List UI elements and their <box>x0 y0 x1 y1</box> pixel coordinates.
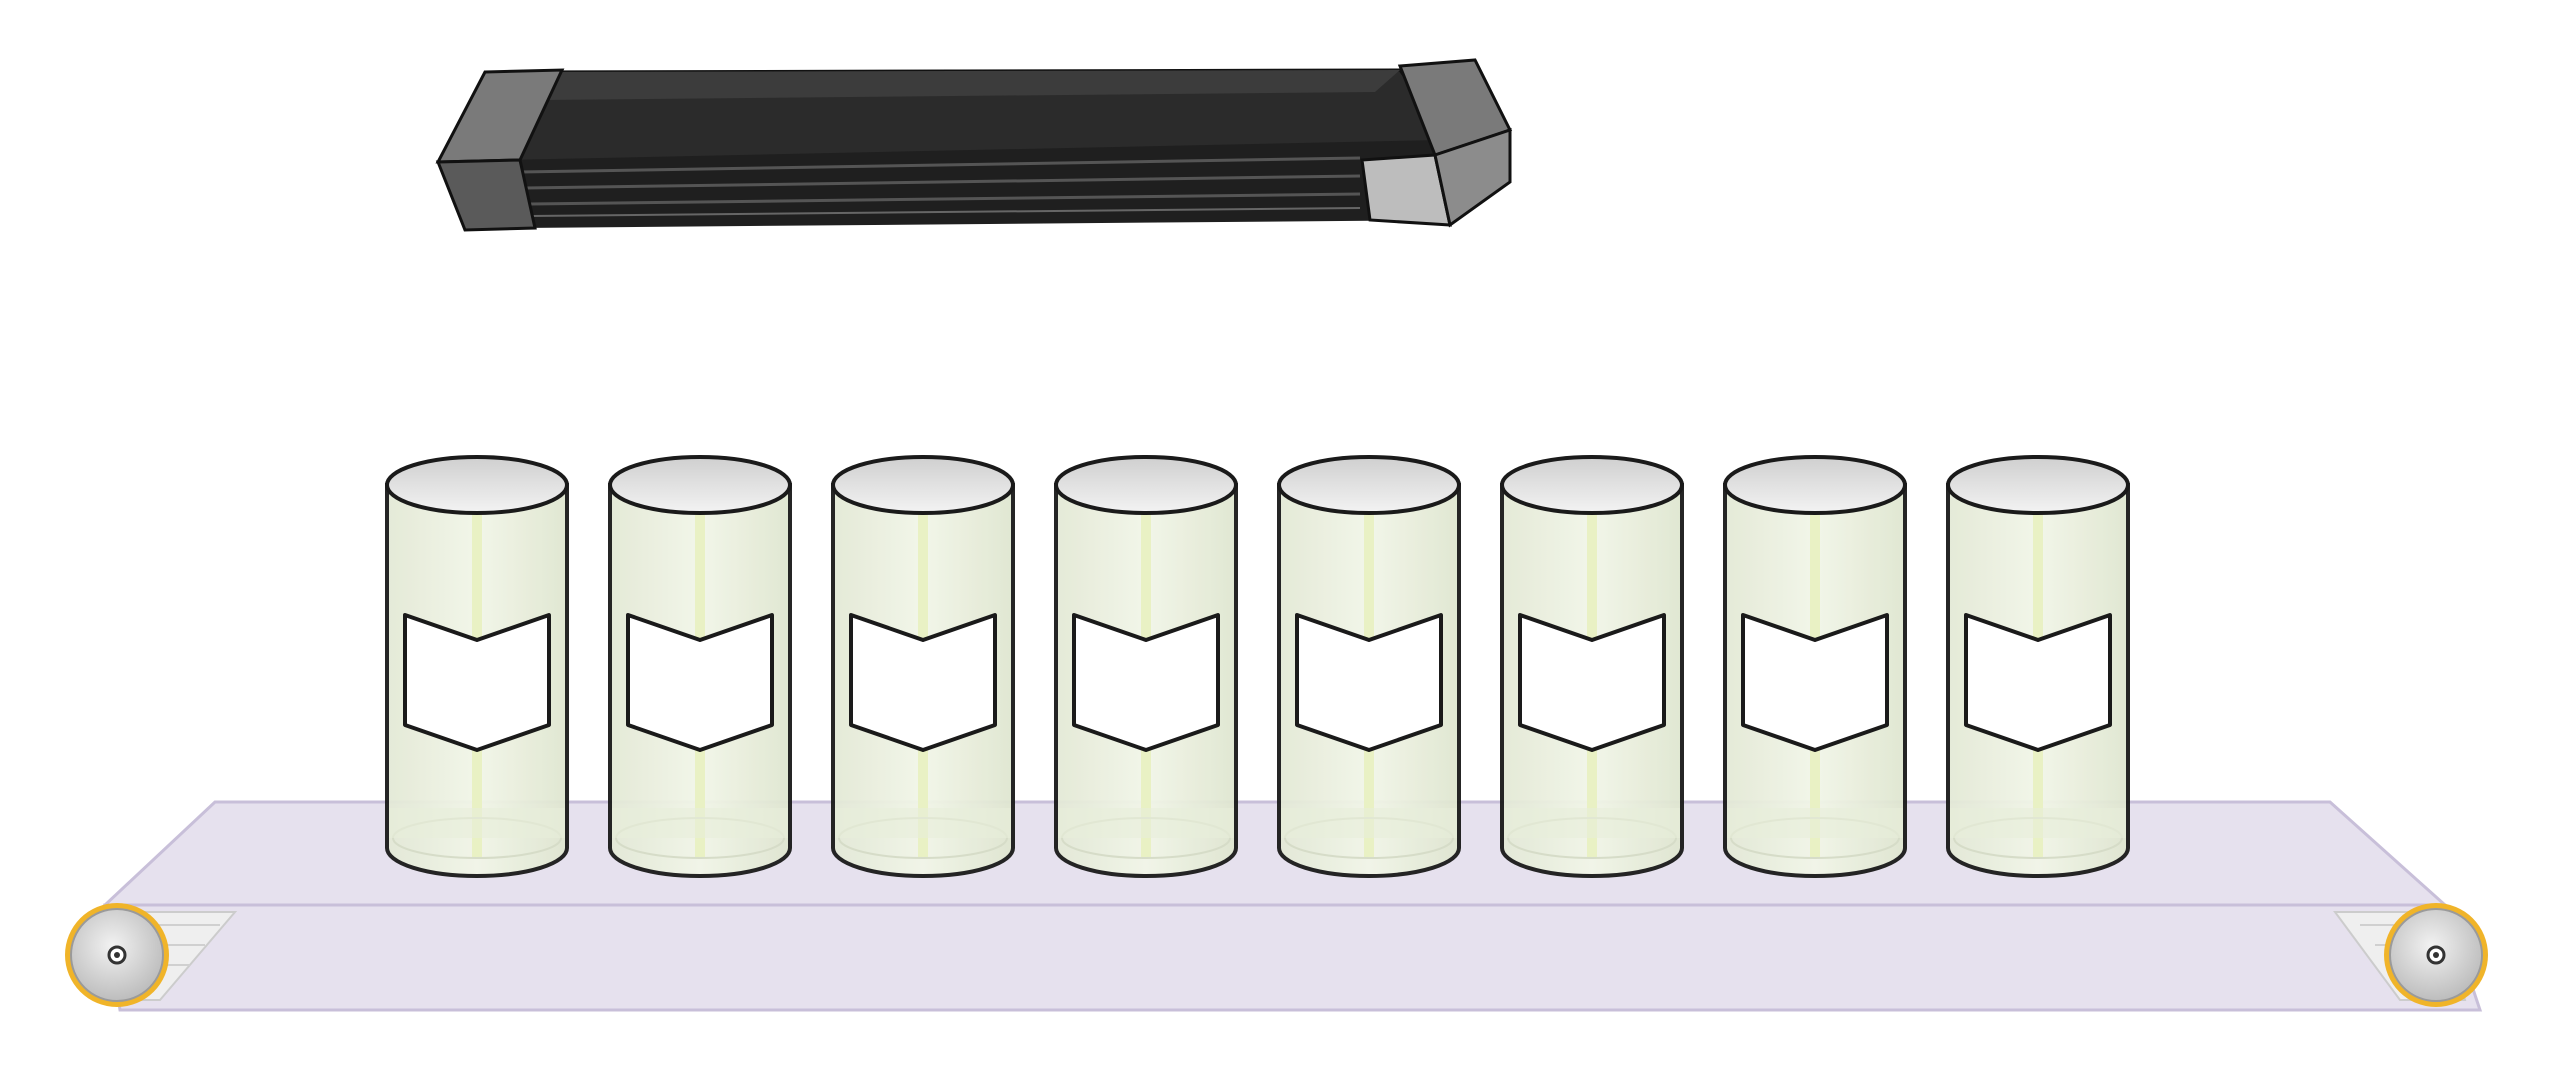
lamp-body-bottom <box>505 140 1455 228</box>
jar-rim <box>1054 455 1238 515</box>
jar-bottom-band <box>612 808 788 838</box>
lamp-bar-icon <box>435 58 1513 232</box>
jar-label <box>626 613 774 752</box>
glass-jar-icon <box>608 455 792 878</box>
roller-left <box>65 903 169 1007</box>
jar-bottom-band <box>1058 808 1234 838</box>
roller-right <box>2384 903 2488 1007</box>
jar-rim <box>1277 455 1461 515</box>
glass-jar-icon <box>1946 455 2130 878</box>
jar-label <box>1072 613 1220 752</box>
jar-label <box>1741 613 1889 752</box>
glass-jar-icon <box>385 455 569 878</box>
lamp-body-top <box>520 70 1400 100</box>
jar-row <box>385 455 2130 878</box>
glass-jar-icon <box>831 455 1015 878</box>
jar-bottom-band <box>1281 808 1457 838</box>
jar-rim <box>1500 455 1684 515</box>
jar-label <box>403 613 551 752</box>
jar-bottom-band <box>835 808 1011 838</box>
jar-label <box>1295 613 1443 752</box>
glass-jar-icon <box>1054 455 1238 878</box>
jar-rim <box>1946 455 2130 515</box>
jar-label <box>1518 613 1666 752</box>
jar-rim <box>608 455 792 515</box>
jar-bottom-band <box>1504 808 1680 838</box>
jar-bottom-band <box>1727 808 1903 838</box>
jar-label <box>849 613 997 752</box>
jar-bottom-band <box>1950 808 2126 838</box>
jar-rim <box>385 455 569 515</box>
glass-jar-icon <box>1277 455 1461 878</box>
belt-front-surface <box>103 903 2483 1012</box>
jar-rim <box>831 455 1015 515</box>
lamp-cap-left-front <box>435 158 537 232</box>
glass-jar-icon <box>1723 455 1907 878</box>
jar-rim <box>1723 455 1907 515</box>
lamp-cap-right-side <box>1433 127 1512 228</box>
jar-bottom-band <box>389 808 565 838</box>
glass-jar-icon <box>1500 455 1684 878</box>
jar-label <box>1964 613 2112 752</box>
